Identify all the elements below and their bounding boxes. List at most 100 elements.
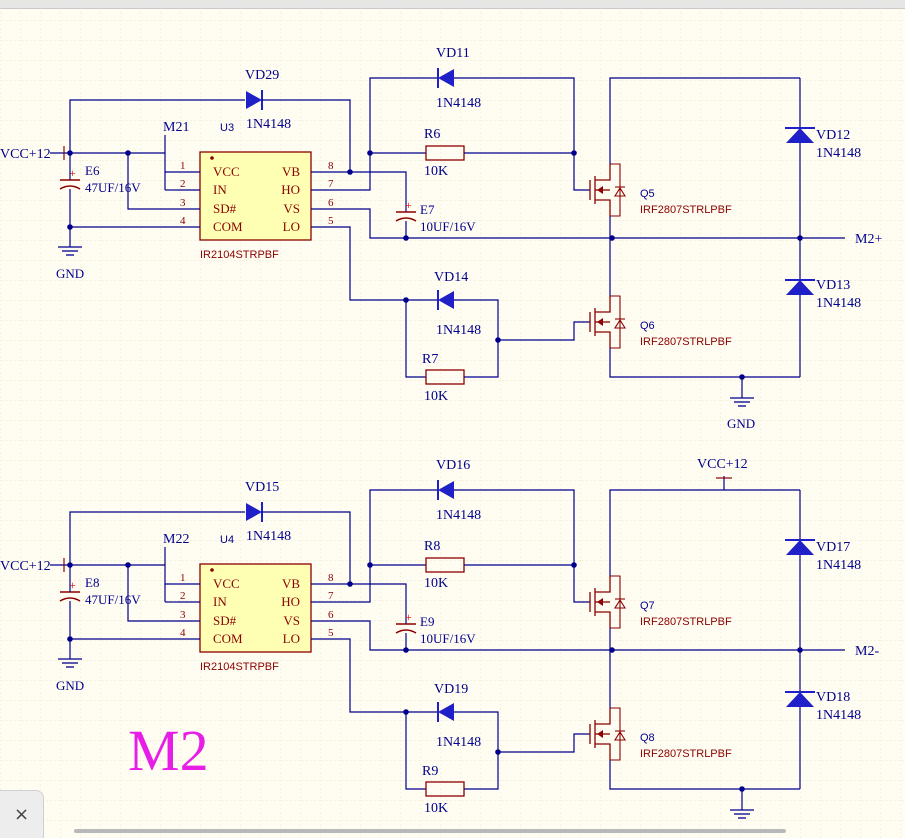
lo-diode-ref: VD19	[434, 682, 468, 697]
ic-pin-right-label: VB	[282, 576, 300, 591]
hi-fet-ref: Q7	[640, 600, 655, 612]
wire	[369, 77, 438, 153]
clamp-hi-ref: VD12	[816, 128, 850, 143]
ic-pin-number: 5	[328, 215, 334, 227]
hi-fet-ref: Q5	[640, 188, 655, 200]
lo-fet-ref: Q6	[640, 320, 655, 332]
ic-part-label: IR2104STRPBF	[200, 249, 279, 261]
ic-pin-number: 5	[328, 627, 334, 639]
lo-diode-value: 1N4148	[436, 735, 481, 750]
signal-net-label: M21	[163, 120, 189, 135]
mosfet-arrow	[597, 318, 603, 326]
wire	[345, 153, 371, 191]
ic-pin-left-label: VCC	[213, 164, 240, 179]
wire	[127, 153, 178, 210]
capacitor-plate	[59, 597, 81, 602]
ic-pin-right-label: VS	[283, 613, 300, 628]
ic-part-label: IR2104STRPBF	[200, 661, 279, 673]
diode-symbol-icon	[438, 481, 454, 499]
clamp-lo-ref: VD13	[816, 278, 850, 293]
ic-pin-number: 4	[180, 627, 186, 639]
ic-pin-number: 8	[328, 160, 334, 172]
hi-res-value: 10K	[424, 164, 448, 179]
half-bridge-stage-bottom: VCC+12+GNDE847UF/16VM22VCC1IN2SD#3COM4VB…	[0, 457, 879, 819]
mosfet-source	[595, 611, 611, 628]
lo-fet-ref: Q8	[640, 732, 655, 744]
lo-fet-part: IRF2807STRLPBF	[640, 748, 732, 760]
wire	[127, 565, 178, 622]
body-diode-icon	[614, 186, 626, 197]
ic-pin-right-label: HO	[281, 594, 300, 609]
mosfet-drain	[595, 164, 611, 181]
ic-pin-number: 6	[328, 197, 334, 209]
mosfet-drain	[595, 576, 611, 593]
hi-fet-part: IRF2807STRLPBF	[640, 616, 732, 628]
gnd-label: GND	[56, 678, 84, 693]
wire	[345, 565, 371, 603]
junction-dot	[571, 562, 577, 568]
lo-fet-part: IRF2807STRLPBF	[640, 336, 732, 348]
diode-symbol-icon	[246, 503, 262, 521]
ic-pin-left-label: IN	[213, 594, 227, 609]
close-button[interactable]: ×	[0, 790, 44, 838]
clamp-hi-value: 1N4148	[816, 558, 861, 573]
wire	[70, 152, 178, 173]
boot-diode-ref: VD29	[245, 68, 279, 83]
body-diode-icon	[614, 730, 626, 741]
hi-diode-value: 1N4148	[436, 508, 481, 523]
wire	[609, 489, 800, 576]
mosfet-body-diode	[610, 163, 621, 217]
horizontal-scrollbar[interactable]	[74, 829, 786, 833]
plus-sign: +	[405, 610, 412, 624]
clamp-lo-value: 1N4148	[816, 296, 861, 311]
wire	[464, 340, 499, 378]
ic-pin-left-label: IN	[213, 182, 227, 197]
ic-pin-right-label: LO	[283, 631, 300, 646]
diode-symbol-icon	[438, 291, 454, 309]
plus-sign: +	[69, 166, 76, 180]
wire	[345, 226, 438, 301]
plus-sign: +	[69, 578, 76, 592]
signal-net-label: M22	[163, 532, 189, 547]
wire	[70, 564, 178, 585]
ic-pin-left-label: SD#	[213, 201, 237, 216]
vcc-input-label: VCC+12	[0, 147, 51, 162]
mosfet-drain	[595, 296, 611, 313]
body-diode-icon	[614, 598, 626, 609]
wire	[609, 348, 800, 378]
pin1-marker	[210, 156, 214, 160]
lo-diode-value: 1N4148	[436, 323, 481, 338]
wire	[454, 489, 590, 603]
wire	[609, 760, 800, 790]
hi-diode-ref: VD11	[436, 46, 470, 61]
output-net-label: M2+	[855, 232, 882, 247]
mosfet-source	[595, 743, 611, 760]
ic-pin-number: 2	[180, 178, 186, 190]
pin1-marker	[210, 568, 214, 572]
diode-symbol-icon	[246, 91, 262, 109]
boot-diode-ref: VD15	[245, 480, 279, 495]
ic-pin-number: 2	[180, 590, 186, 602]
boot-cap-value: 10UF/16V	[420, 219, 476, 234]
wire	[464, 752, 499, 790]
boot-diode-value: 1N4148	[246, 117, 291, 132]
mosfet-body-diode	[610, 295, 621, 349]
ic-pin-number: 7	[328, 178, 334, 190]
half-bridge-stage-top: VCC+12+GNDE647UF/16VM21VCC1IN2SD#3COM4VB…	[0, 46, 882, 431]
output-net-label: M2-	[855, 644, 879, 659]
mosfet-source	[595, 199, 611, 216]
lo-res-value: 10K	[424, 801, 448, 816]
wire	[454, 299, 590, 341]
mosfet-source	[595, 331, 611, 348]
ic-pin-number: 3	[180, 609, 186, 621]
boot-cap-value: 10UF/16V	[420, 631, 476, 646]
body-diode-icon	[614, 318, 626, 329]
cap-ref-label: E6	[85, 163, 100, 178]
wire	[69, 511, 245, 565]
wire	[345, 638, 438, 713]
ic-pin-left-label: SD#	[213, 613, 237, 628]
gnd-output-label: GND	[727, 416, 755, 431]
hi-res-ref: R6	[424, 127, 440, 142]
wire	[345, 583, 407, 624]
